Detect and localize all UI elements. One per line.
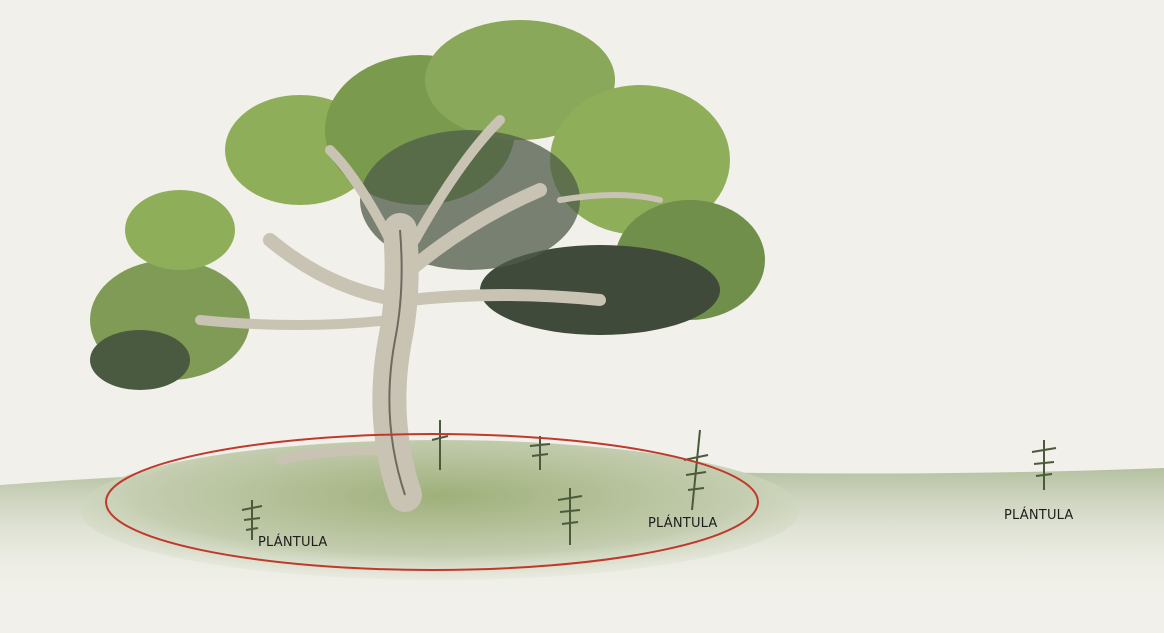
seedling-label-2: PLÁNTULA: [648, 516, 718, 531]
seedling-label-1: PLÁNTULA: [258, 535, 328, 550]
tree-canopy: [90, 20, 765, 390]
seedling-label-3: PLÁNTULA: [1004, 508, 1074, 523]
